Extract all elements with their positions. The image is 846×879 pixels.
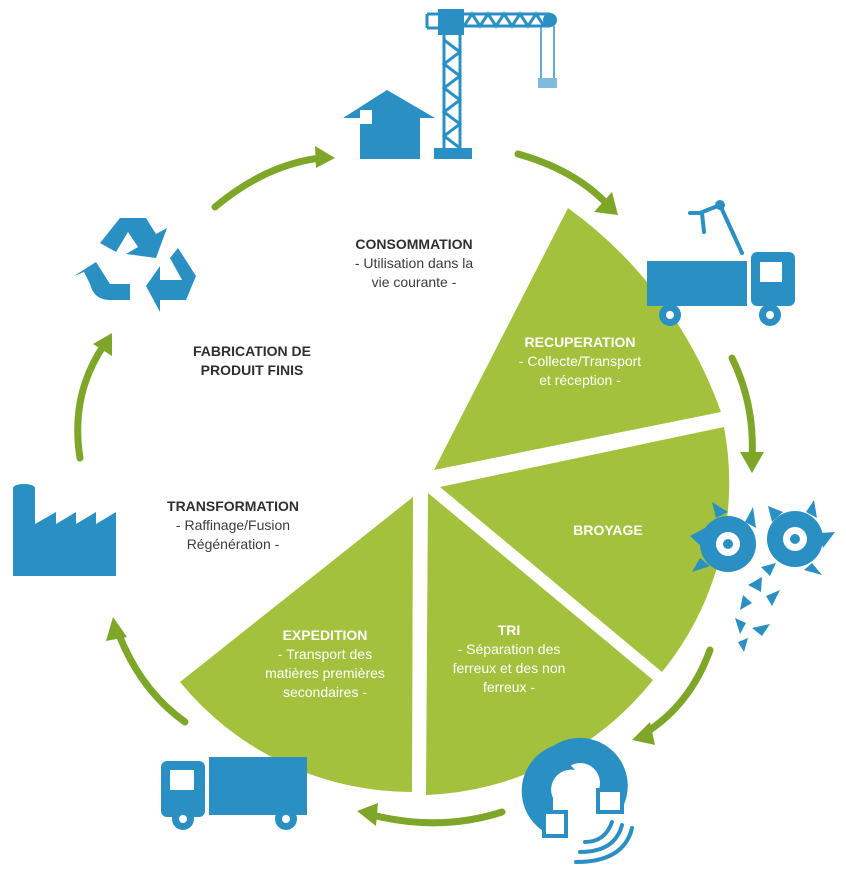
segment-tri [426, 493, 653, 795]
arrow-head [315, 146, 335, 168]
segment-expedition [180, 497, 413, 792]
garbage-truck-icon [647, 200, 795, 326]
step-line: secondaires - [282, 684, 368, 700]
cycle-arrows [74, 150, 756, 827]
label-transformation: TRANSFORMATION - Raffinage/Fusion Régéné… [138, 497, 328, 554]
label-consommation: CONSOMMATION - Utilisation dans la vie c… [320, 235, 508, 292]
step-line: - Raffinage/Fusion [175, 517, 291, 533]
step-title: TRI [497, 622, 521, 638]
step-title: EXPEDITION [282, 627, 368, 643]
pie-segments [180, 208, 730, 795]
arrow-tri-expedition [368, 808, 506, 827]
step-line: vie courante - [371, 274, 457, 290]
step-title: BROYAGE [573, 522, 643, 538]
crane-icon [425, 9, 557, 159]
segment-recuperation [434, 208, 721, 470]
delivery-truck-icon [161, 757, 307, 830]
step-line: matières premières [265, 665, 385, 681]
label-fabrication: FABRICATION DE PRODUIT FINIS [168, 342, 336, 380]
label-tri: TRI - Séparation des ferreux et des non … [424, 621, 594, 697]
arrow-heads [93, 146, 764, 826]
step-line: ferreux - [482, 679, 536, 695]
recycle-icon [74, 218, 196, 312]
arrow-consommation-recuperation [514, 150, 612, 209]
arrow-transformation-fabrication [74, 341, 108, 462]
factory-icon [13, 484, 116, 576]
step-title: RECUPERATION [524, 334, 636, 350]
step-line: - Séparation des [457, 641, 561, 657]
step-line: - Collecte/Transport [518, 353, 642, 369]
label-expedition: EXPEDITION - Transport des matières prem… [236, 626, 414, 702]
step-title: CONSOMMATION [355, 236, 473, 252]
arrow-broyage-tri [641, 646, 714, 737]
step-line: - Transport des [277, 646, 373, 662]
step-title: PRODUIT FINIS [200, 362, 304, 378]
step-title: TRANSFORMATION [167, 498, 299, 514]
arrow-recuperation-broyage [728, 354, 756, 462]
step-line: Régénération - [186, 536, 280, 552]
step-title: FABRICATION DE [193, 343, 311, 359]
arrow-head [594, 192, 618, 215]
arrow-expedition-transformation [114, 628, 189, 726]
arrow-fabrication-consommation [211, 154, 324, 211]
magnet-icon [521, 737, 634, 864]
step-line: et réception - [539, 372, 621, 388]
step-line: ferreux et des non [452, 660, 566, 676]
segment-broyage [440, 427, 730, 672]
arrow-head [632, 722, 655, 745]
arrow-head [106, 617, 127, 641]
label-broyage: BROYAGE [548, 521, 668, 540]
house-icon [343, 90, 435, 159]
label-recuperation: RECUPERATION - Collecte/Transport et réc… [490, 333, 670, 390]
arrow-head [93, 333, 112, 356]
shredder-icon [690, 500, 835, 652]
arrow-head [357, 803, 378, 826]
step-line: - Utilisation dans la [354, 255, 474, 271]
arrow-head [740, 452, 764, 473]
